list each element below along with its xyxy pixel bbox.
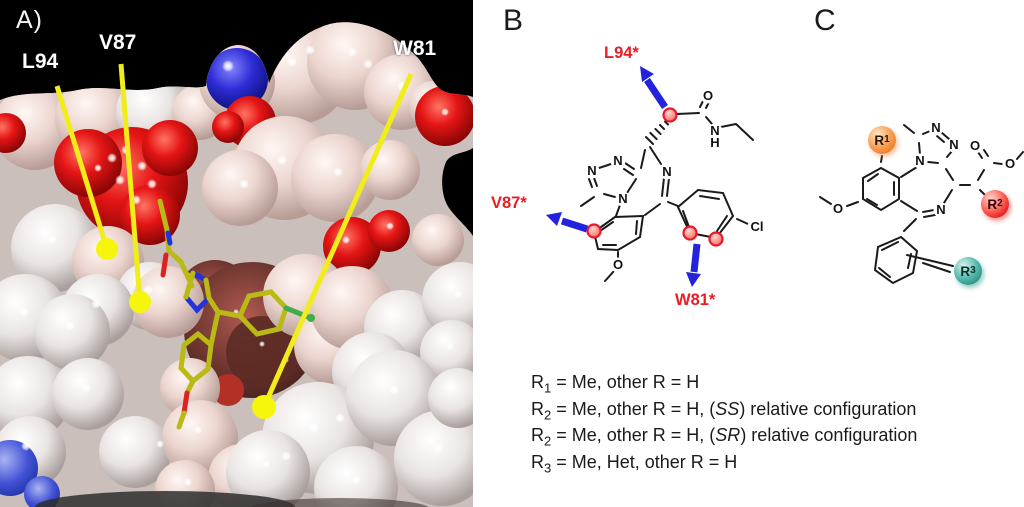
r1-label: R [874,132,885,148]
svg-text:N: N [662,164,671,179]
protein-surface-rendering [0,0,473,507]
structure-c-bonds [819,124,1024,285]
v87-pointer-dot [129,291,151,313]
panel-b-label: B [503,4,524,37]
svg-text:N: N [949,137,958,152]
panel-c-label: C [814,4,836,37]
svg-text:N: N [613,153,622,168]
svg-text:O: O [833,201,843,216]
svg-text:N: N [587,163,596,178]
surface-blobs [0,22,473,507]
residue-label-v87: V87 [99,31,137,54]
svg-text:N: N [936,202,945,217]
svg-text:O: O [613,257,623,272]
legend-line-1: R1 = Me, other R = H [531,372,700,396]
structure-b-bonds [580,98,754,282]
residue-label-w81: W81 [393,37,437,60]
legend-line-3: R2 = Me, other R = H, (SR) relative conf… [531,425,918,449]
svg-text:Cl: Cl [751,219,764,234]
contact-label-l94: L94* [604,44,639,62]
r2-label: R [987,196,998,212]
svg-text:N: N [915,153,924,168]
specular-highlights [19,45,462,486]
svg-text:N: N [710,123,719,138]
svg-text:H: H [710,135,719,150]
svg-text:O: O [703,88,713,103]
structure-b-contact-atoms [586,107,724,247]
legend-line-2: R2 = Me, other R = H, (SS) relative conf… [531,398,917,423]
ligand-halogen-atom [307,314,315,322]
w81-pointer-dot [252,395,276,419]
blue-surface-sphere [206,48,268,110]
panel-a-label: A) [16,6,43,34]
residue-pointers [54,63,414,419]
svg-text:N: N [931,120,940,135]
r-group-legend: R1 = Me, other R = H R2 = Me, other R = … [531,372,917,478]
contact-label-w81: W81* [675,291,716,309]
l94-pointer-dot [96,238,118,260]
chemical-structures: O N H N N N N O Cl [546,66,1024,287]
legend-line-4: R3 = Me, Het, other R = H [531,451,738,476]
residue-label-l94: L94 [22,50,59,73]
r3-label: R [960,263,971,279]
svg-text:O: O [1005,156,1015,171]
contact-label-v87: V87* [491,194,527,212]
svg-text:N: N [618,191,627,206]
structure-c-atom-labels: N N N N O O O [830,120,1018,218]
structure-b-atom-labels: O N H N N N N O Cl [584,88,767,273]
svg-text:O: O [970,138,980,153]
interaction-arrows [546,66,701,287]
